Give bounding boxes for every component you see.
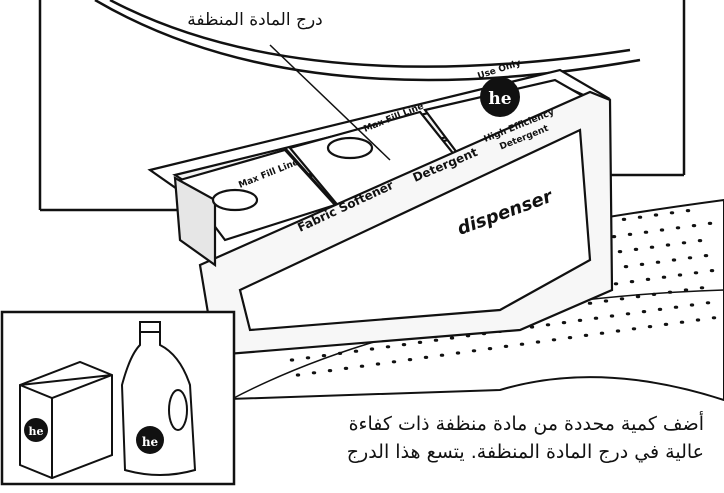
drum-hole <box>290 358 294 361</box>
drum-hole <box>472 349 476 352</box>
drum-hole <box>440 354 444 357</box>
drum-hole <box>680 321 684 324</box>
drum-hole <box>614 282 618 285</box>
drum-hole <box>456 351 460 354</box>
drum-hole <box>520 343 524 346</box>
drum-hole <box>488 347 492 350</box>
drum-hole <box>708 222 712 225</box>
drum-hole <box>654 213 658 216</box>
drum-hole <box>634 248 638 251</box>
instruction-line-2: عالية في درج المادة المنظفة. يتسع هذا ال… <box>304 438 704 466</box>
drum-hole <box>296 373 300 376</box>
drum-hole <box>588 302 592 305</box>
instruction-text: أضف كمية محددة من مادة منظفة ذات كفاءة ع… <box>304 410 704 466</box>
drum-hole <box>678 273 682 276</box>
drum-hole <box>630 280 634 283</box>
drum-hole <box>338 352 342 355</box>
drum-hole <box>658 308 662 311</box>
drum-hole <box>376 362 380 365</box>
drum-hole <box>408 358 412 361</box>
drum-hole <box>640 263 644 266</box>
drum-hole <box>700 286 704 289</box>
drum-hole <box>694 271 698 274</box>
drum-hole <box>686 209 690 212</box>
drum-hole <box>424 356 428 359</box>
drum-hole <box>710 269 714 272</box>
drum-hole <box>688 256 692 259</box>
drum-hole <box>668 291 672 294</box>
drum-hole <box>696 318 700 321</box>
drum-hole <box>698 239 702 242</box>
drum-hole <box>642 310 646 313</box>
drum-hole <box>706 301 710 304</box>
drum-hole <box>638 216 642 219</box>
drum-hole <box>682 241 686 244</box>
drum-hole <box>360 365 364 368</box>
drum-hole <box>690 303 694 306</box>
drum-hole <box>712 316 716 319</box>
drum-hole <box>610 314 614 317</box>
drum-hole <box>626 312 630 315</box>
drum-hole <box>418 341 422 344</box>
detergent-drawer-callout: درج المادة المنظفة <box>150 10 360 30</box>
drum-hole <box>628 233 632 236</box>
drum-hole <box>636 295 640 298</box>
drum-hole <box>650 246 654 249</box>
drum-hole <box>312 371 316 374</box>
svg-text:he: he <box>29 425 44 438</box>
drum-hole <box>644 231 648 234</box>
drum-hole <box>568 336 572 339</box>
drum-hole <box>344 367 348 370</box>
drum-hole <box>664 323 668 326</box>
inset-products: he he <box>2 312 234 484</box>
drum-hole <box>450 336 454 339</box>
drum-hole <box>578 319 582 322</box>
drum-hole <box>620 297 624 300</box>
drum-hole <box>618 250 622 253</box>
drum-hole <box>662 276 666 279</box>
drum-hole <box>674 306 678 309</box>
drum-hole <box>434 339 438 342</box>
drum-hole <box>622 218 626 221</box>
drum-hole <box>562 321 566 324</box>
drum-hole <box>648 325 652 328</box>
drum-hole <box>354 350 358 353</box>
svg-text:he: he <box>142 435 159 449</box>
drum-hole <box>504 345 508 348</box>
drum-hole <box>328 369 332 372</box>
drum-hole <box>660 228 664 231</box>
drum-hole <box>632 327 636 330</box>
drum-hole <box>402 343 406 346</box>
drum-hole <box>684 288 688 291</box>
drum-hole <box>584 334 588 337</box>
drum-hole <box>704 254 708 257</box>
drum-hole <box>392 360 396 363</box>
instruction-line-1: أضف كمية محددة من مادة منظفة ذات كفاءة <box>304 410 704 438</box>
drum-hole <box>322 354 326 357</box>
drum-hole <box>594 317 598 320</box>
drum-hole <box>672 258 676 261</box>
drum-hole <box>306 356 310 359</box>
drum-hole <box>670 211 674 214</box>
svg-text:he: he <box>488 89 511 109</box>
drum-hole <box>624 265 628 268</box>
drum-hole <box>692 224 696 227</box>
drum-hole <box>616 329 620 332</box>
drum-hole <box>370 347 374 350</box>
drum-hole <box>656 261 660 264</box>
drum-hole <box>666 243 670 246</box>
drum-hole <box>552 338 556 341</box>
drum-hole <box>652 293 656 296</box>
drum-hole <box>536 340 540 343</box>
drum-hole <box>646 278 650 281</box>
drum-hole <box>386 345 390 348</box>
drum-hole <box>546 323 550 326</box>
drum-hole <box>600 332 604 335</box>
drum-hole <box>604 299 608 302</box>
drum-hole <box>676 226 680 229</box>
